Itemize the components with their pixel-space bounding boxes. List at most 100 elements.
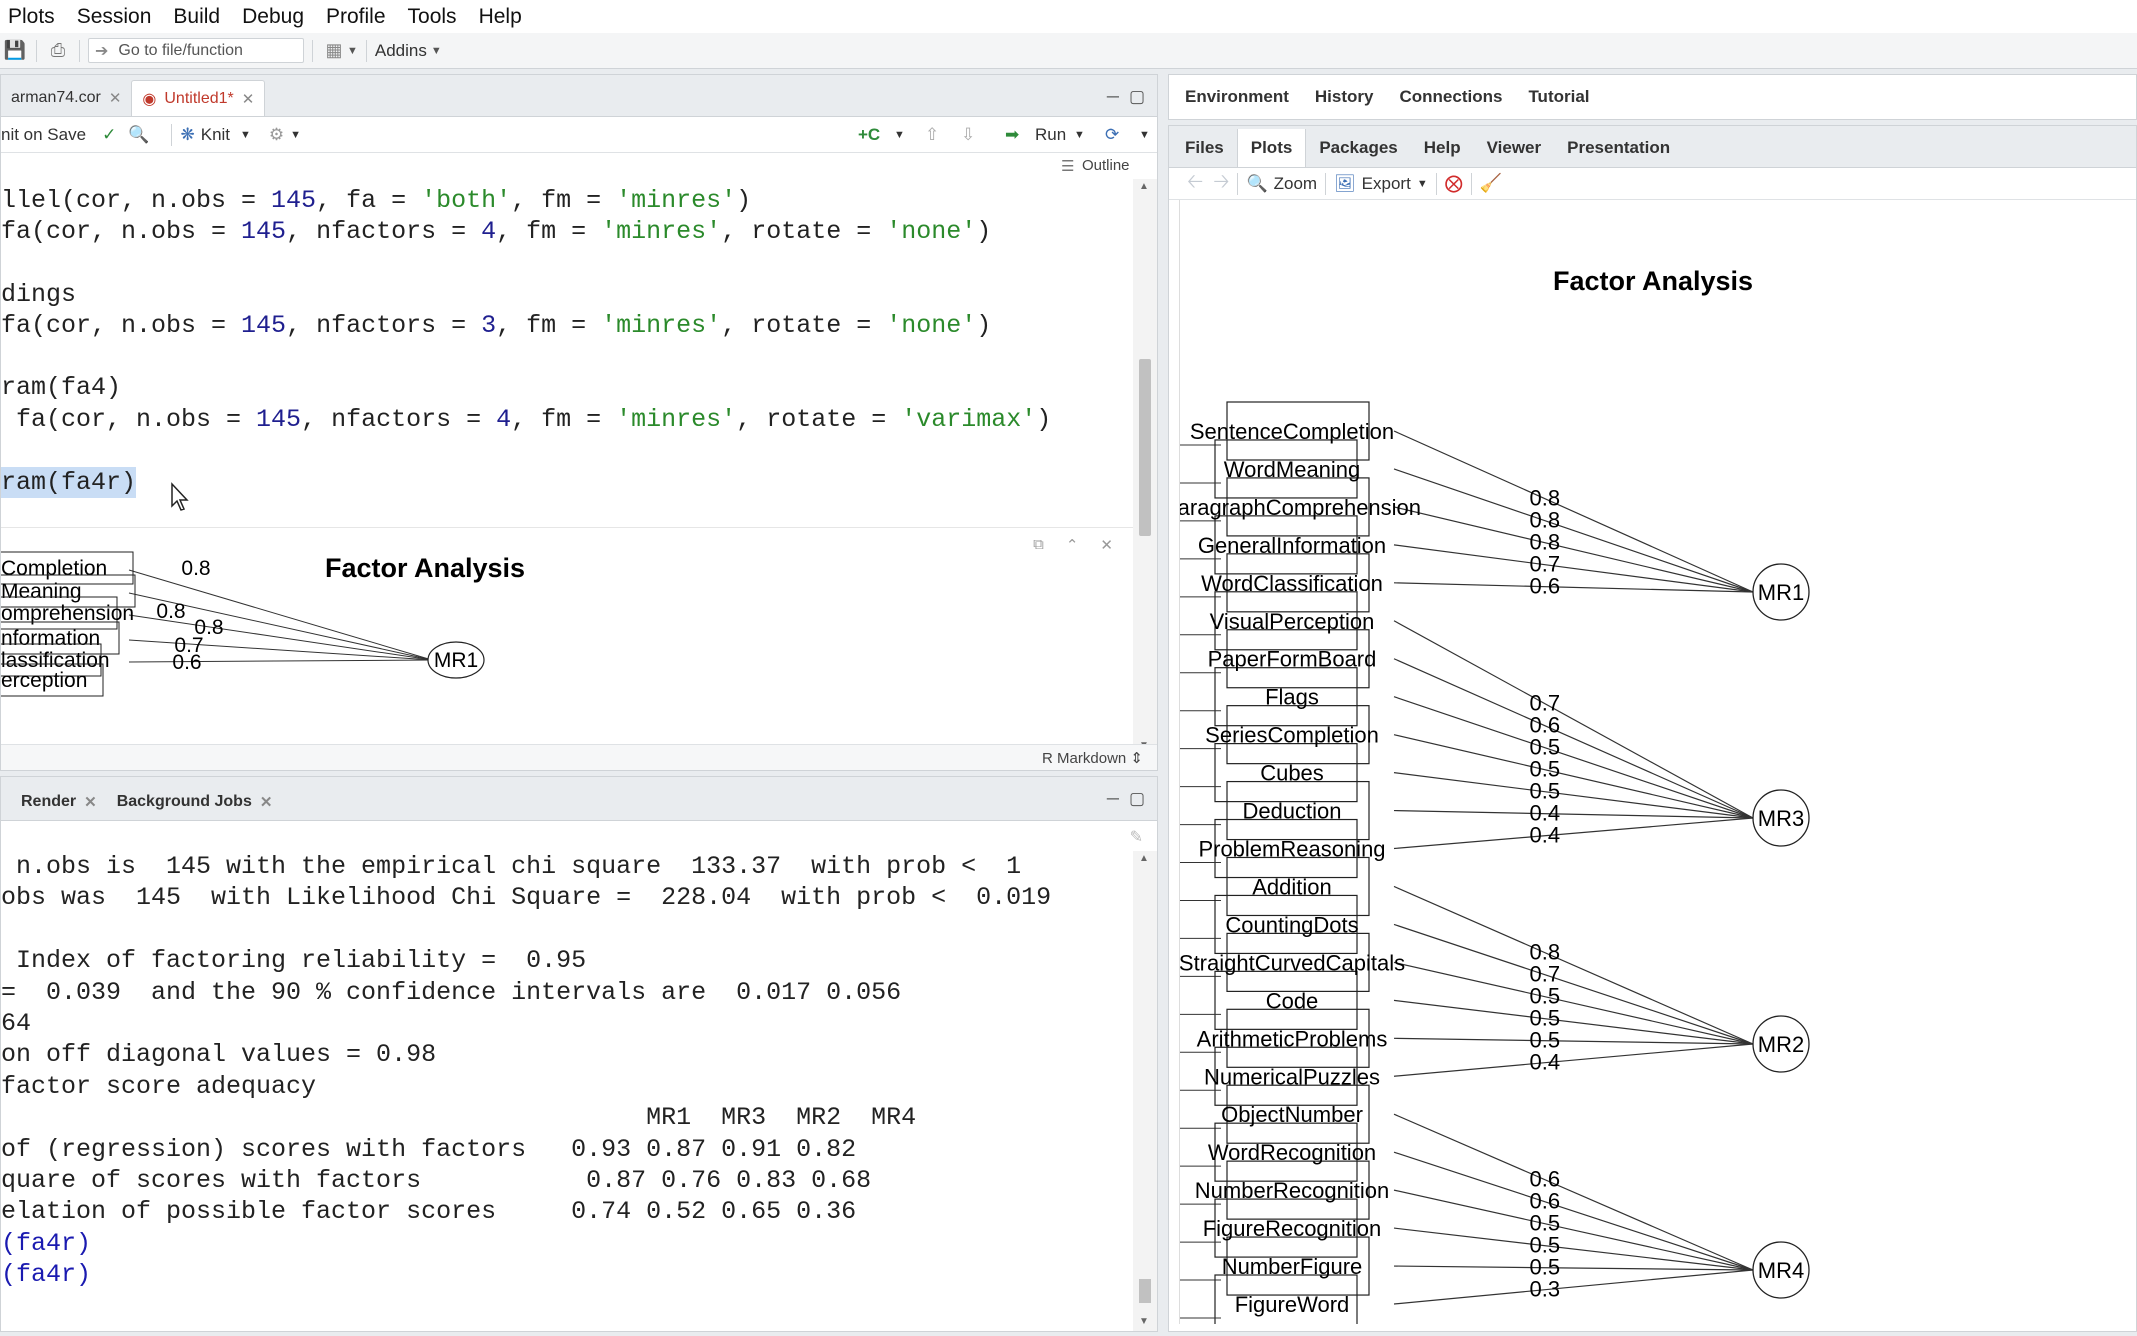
scroll-up-icon[interactable]: ▲ (1139, 181, 1149, 192)
code-token: llel(cor, n.obs = (1, 186, 272, 215)
scroll-down-icon[interactable]: ▼ (1139, 1316, 1149, 1327)
remove-plot-icon[interactable]: ⨂ (1444, 173, 1463, 193)
save-all-icon[interactable]: 💾 (3, 40, 27, 60)
menu-plots[interactable]: Plots (8, 4, 55, 28)
chevron-down-icon[interactable]: ▼ (430, 44, 442, 57)
loading-label: 0.5 (1529, 1006, 1560, 1031)
variable-label: CountingDots (1225, 912, 1358, 937)
editor-tab-cor-file[interactable]: arman74.cor ✕ (1, 80, 131, 116)
previous-chunk-icon[interactable]: ⇧ (925, 124, 940, 144)
close-icon[interactable]: ✕ (84, 794, 97, 811)
console-tabstrip: Render ✕ Background Jobs ✕ ─ ▢ (1, 777, 1157, 821)
next-chunk-icon[interactable]: ⇩ (961, 124, 976, 144)
export-button[interactable]: Export (1361, 173, 1411, 193)
chevron-down-icon[interactable]: ▼ (1139, 129, 1150, 141)
tab-files[interactable]: Files (1185, 138, 1224, 157)
scrollbar-thumb[interactable] (1139, 1279, 1151, 1303)
close-icon[interactable]: ✕ (1100, 537, 1113, 554)
search-icon[interactable]: 🔍 (128, 124, 150, 144)
tab-background-jobs[interactable]: Background Jobs ✕ (107, 784, 283, 820)
addins-menu[interactable]: Addins (374, 40, 427, 60)
menu-session[interactable]: Session (76, 4, 152, 28)
collapse-icon[interactable]: ⌃ (1065, 537, 1079, 554)
console-output[interactable]: n.obs is 145 with the empirical chi squa… (1, 851, 1133, 1331)
maximize-icon[interactable]: ▢ (1128, 789, 1145, 808)
tab-viewer[interactable]: Viewer (1486, 138, 1542, 157)
go-to-file-input[interactable]: ➔ Go to file/function (88, 38, 304, 63)
insert-chunk-icon[interactable]: +C (858, 124, 881, 144)
menu-tools[interactable]: Tools (407, 4, 457, 28)
print-icon[interactable]: ⎙ (50, 40, 66, 60)
minimize-icon[interactable]: ─ (1106, 87, 1119, 106)
chevron-down-icon[interactable]: ▼ (894, 128, 905, 141)
settings-gear-icon[interactable]: ⚙ (268, 124, 285, 144)
chevron-down-icon[interactable]: ▼ (290, 128, 302, 141)
forward-arrow-icon[interactable]: 🡢 (1213, 170, 1230, 193)
code-editor[interactable]: llel(cor, n.obs = 145, fa = 'both', fm =… (1, 179, 1133, 524)
maximize-icon[interactable]: ▢ (1128, 87, 1145, 106)
loading-label: 0.5 (1529, 757, 1560, 782)
close-icon[interactable]: ✕ (259, 794, 273, 811)
tab-history[interactable]: History (1314, 87, 1374, 106)
scroll-up-icon[interactable]: ▲ (1139, 853, 1149, 864)
back-arrow-icon[interactable]: 🡠 (1187, 170, 1204, 193)
editor-tab-untitled1[interactable]: ◉ Untitled1* ✕ (131, 80, 266, 116)
document-type-selector[interactable]: R Markdown ⇕ (1042, 750, 1143, 767)
close-icon[interactable]: ✕ (108, 90, 122, 107)
editor-scrollbar[interactable]: ▲ ▼ (1133, 179, 1157, 755)
tab-environment[interactable]: Environment (1185, 87, 1289, 106)
menu-debug[interactable]: Debug (242, 4, 304, 28)
tab-connections[interactable]: Connections (1399, 87, 1503, 106)
variable-box (1214, 439, 1358, 499)
inline-loading-path (128, 639, 433, 661)
variable-label: FigureWord (1235, 1292, 1350, 1317)
knit-button[interactable]: Knit (200, 124, 231, 144)
clear-console-icon[interactable]: ✎ (1129, 829, 1143, 846)
zoom-icon[interactable]: 🔍 (1246, 173, 1268, 193)
menu-help[interactable]: Help (478, 4, 522, 28)
variable-box (1226, 856, 1370, 917)
menu-profile[interactable]: Profile (326, 4, 386, 28)
loading-path (1393, 620, 1754, 819)
tab-presentation[interactable]: Presentation (1567, 138, 1671, 157)
outline-button[interactable]: Outline (1082, 157, 1130, 174)
tab-render[interactable]: Render ✕ (11, 784, 107, 820)
inline-loading-path (128, 592, 433, 661)
scrollbar-thumb[interactable] (1139, 359, 1151, 536)
rerun-icon[interactable]: ⟳ (1105, 124, 1120, 144)
tab-tutorial[interactable]: Tutorial (1528, 87, 1590, 106)
variable-label: ObjectNumber (1221, 1102, 1363, 1127)
spellcheck-icon[interactable]: ✓ (102, 124, 117, 144)
clear-all-plots-icon[interactable]: 🧹 (1479, 173, 1503, 193)
outline-icon[interactable]: ☰ (1061, 158, 1075, 175)
tab-plots[interactable]: Plots (1236, 129, 1307, 167)
inline-variable-label: omprehension (1, 602, 134, 625)
run-icon[interactable]: ➡ (1005, 124, 1020, 144)
chevron-down-icon[interactable]: ▼ (240, 128, 251, 141)
chevron-down-icon[interactable]: ▼ (1416, 177, 1428, 190)
loading-label: 0.5 (1529, 1211, 1560, 1236)
export-icon[interactable]: 🖼 (1334, 173, 1356, 193)
loading-path (1393, 772, 1754, 819)
console-scrollbar[interactable]: ▲ ▼ (1133, 851, 1157, 1331)
close-icon[interactable]: ✕ (241, 90, 255, 108)
code-token: , fm = (496, 311, 602, 340)
tab-packages[interactable]: Packages (1319, 138, 1398, 157)
source-on-save-label[interactable]: nit on Save (1, 124, 87, 144)
zoom-button[interactable]: Zoom (1273, 173, 1318, 193)
variable-box (1214, 1198, 1358, 1258)
grid-layout-icon[interactable]: ▦ (325, 40, 343, 60)
environment-pane: Environment History Connections Tutorial (1168, 74, 2137, 120)
chevron-down-icon[interactable]: ▼ (347, 44, 358, 57)
loading-path (1393, 696, 1754, 819)
minimize-icon[interactable]: ─ (1106, 789, 1119, 808)
chevron-down-icon[interactable]: ▼ (1074, 129, 1085, 141)
tab-help[interactable]: Help (1423, 138, 1461, 157)
expand-icon[interactable]: ⧉ (1033, 536, 1044, 553)
menu-build[interactable]: Build (173, 4, 221, 28)
variable-box (1226, 1084, 1370, 1144)
console-line (1, 914, 1133, 945)
knit-icon[interactable]: ❋ (180, 124, 195, 144)
run-button[interactable]: Run (1035, 124, 1067, 144)
